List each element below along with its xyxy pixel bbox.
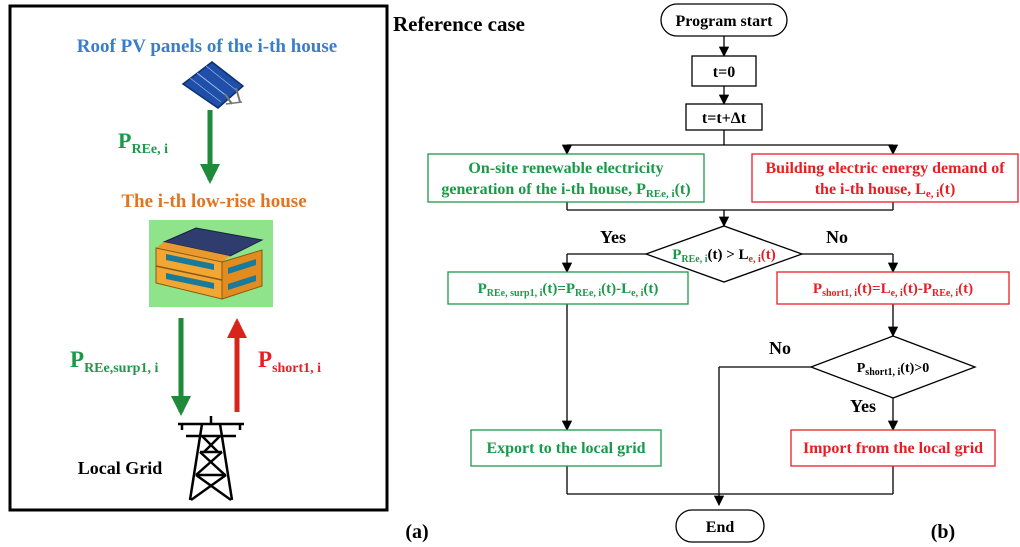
surplus-equation-box	[447, 271, 689, 305]
renewable-line1: On-site renewable electricity	[468, 160, 663, 177]
start-terminator	[660, 3, 788, 37]
p-short-label: Pshort1, i	[258, 347, 321, 376]
surplus-equation: PREe, surp1, i(t)=PREe, i(t)-Le, i(t)	[478, 281, 659, 299]
renewable-generation-box	[427, 153, 705, 203]
end-label: End	[706, 519, 735, 536]
left-panel-frame	[8, 4, 389, 512]
p-ree-label: PREe, i	[118, 128, 168, 157]
decision-surplus-label: PREe, i(t) > Le, i(t)	[672, 247, 776, 265]
flow-connectors	[561, 36, 899, 507]
t0-box	[691, 55, 757, 87]
flowchart-heading: Reference case	[393, 12, 525, 36]
import-label: Import from the local grid	[803, 440, 983, 457]
t0-label: t=0	[713, 64, 735, 81]
pv-title: Roof PV panels of the i-th house	[77, 36, 337, 57]
shortage-equation-box	[776, 271, 1010, 305]
house-title: The i-th low-rise house	[121, 191, 306, 212]
yes1-label: Yes	[600, 227, 626, 247]
export-label: Export to the local grid	[486, 440, 645, 457]
decision-shortage-diamond	[809, 335, 977, 399]
demand-line2: the i-th house, Le, i(t)	[815, 181, 956, 200]
export-box	[470, 429, 662, 467]
t-step-box	[685, 103, 763, 131]
no2-label: No	[769, 338, 791, 358]
no1-label: No	[826, 227, 848, 247]
p-surp-label: PREe,surp1, i	[70, 347, 158, 376]
demand-box	[751, 153, 1019, 203]
panel-b-tag: (b)	[931, 521, 955, 543]
shortage-equation: Pshort1, i(t)=Le, i(t)-PREe, i(t)	[813, 281, 973, 299]
import-box	[790, 429, 996, 467]
end-terminator	[675, 509, 765, 543]
t-step-label: t=t+Δt	[702, 110, 747, 127]
pv-panel-icon	[181, 61, 245, 109]
panel-a-tag: (a)	[405, 521, 428, 543]
decision-shortage-label: Pshort1, i(t)>0	[857, 361, 930, 378]
transmission-tower-icon	[178, 416, 244, 502]
renewable-line2: generation of the i-th house, PREe, i(t)	[441, 181, 690, 200]
local-grid-label: Local Grid	[78, 458, 163, 478]
decision-surplus-diamond	[644, 225, 804, 283]
yes2-label: Yes	[850, 396, 876, 416]
demand-line1: Building electric energy demand of	[765, 160, 1005, 177]
house-icon	[149, 220, 273, 307]
start-label: Program start	[676, 13, 774, 30]
